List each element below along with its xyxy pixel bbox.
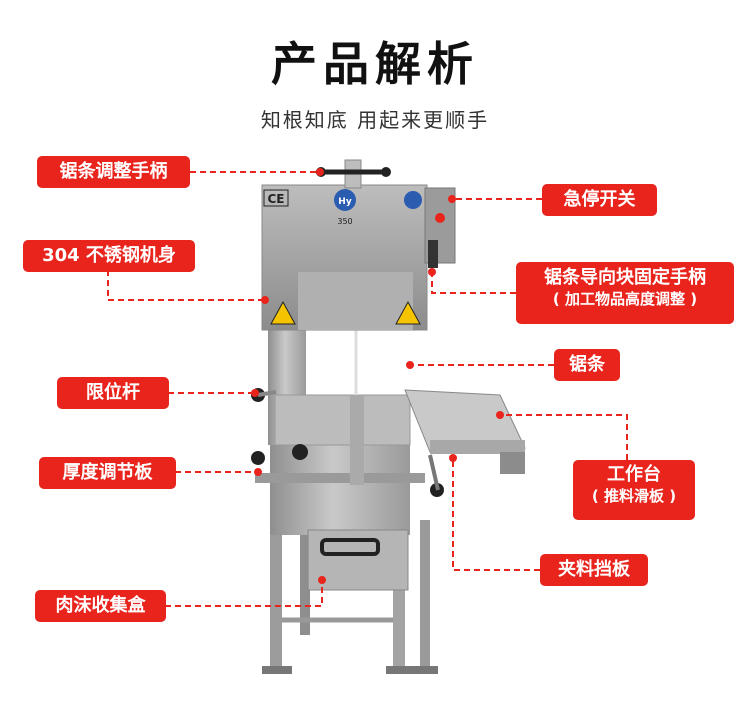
label-304-body: 304 不锈钢机身 (23, 240, 195, 272)
manual-icon (404, 191, 422, 209)
label-worktable: 工作台 ( 推料滑板 ) (573, 460, 695, 520)
page-title: 产品解析 (271, 37, 479, 91)
ce-mark-box (263, 189, 289, 207)
page-subtitle: 知根知底 用起来更顺手 (260, 108, 490, 132)
label-guide-handle-sub: ( 加工物品高度调整 ) (552, 289, 698, 308)
table-rail (255, 473, 425, 483)
label-thickness-board: 厚度调节板 (39, 457, 176, 489)
label-emergency-stop: 急停开关 (542, 184, 657, 216)
label-worktable-main: 工作台 (607, 464, 661, 485)
drawer-handle (320, 538, 380, 556)
brand-logo: Hy (338, 197, 352, 207)
ce-mark: CE (267, 192, 284, 206)
label-guide-handle: 锯条导向块固定手柄 ( 加工物品高度调整 ) (516, 262, 734, 324)
thickness-knob (251, 451, 265, 465)
clamp-knob (292, 444, 308, 460)
label-guide-handle-main: 锯条导向块固定手柄 (544, 267, 706, 288)
label-worktable-sub: ( 推料滑板 ) (591, 486, 677, 505)
emergency-stop-button (435, 213, 445, 223)
brand-logo-icon (334, 189, 356, 211)
leader-lines (107, 171, 628, 607)
label-collection-box: 肉沫收集盒 (35, 590, 166, 622)
warning-icon-right (395, 300, 421, 325)
model-number: 350 (337, 217, 352, 226)
leader-dots (251, 168, 504, 584)
label-saw-blade: 锯条 (554, 349, 620, 381)
cutting-table (274, 394, 411, 446)
warning-icon-left (270, 300, 296, 325)
label-limit-rod: 限位杆 (57, 377, 169, 409)
lower-cabinet (270, 440, 410, 535)
label-saw-adjust-handle: 锯条调整手柄 (37, 156, 190, 188)
label-clamp-plate: 夹料挡板 (540, 554, 648, 586)
